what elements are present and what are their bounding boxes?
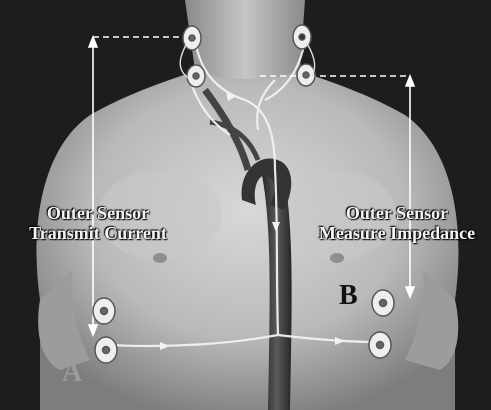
label-left-line1: Outer Sensor: [47, 203, 149, 223]
right-nipple: [330, 253, 344, 263]
label-right-line2: Measure Impedance: [319, 223, 475, 243]
label-transmit-current: Outer Sensor Transmit Current: [18, 203, 178, 243]
marker-b: B: [339, 281, 358, 311]
label-measure-impedance: Outer Sensor Measure Impedance: [302, 203, 491, 243]
marker-a: A: [62, 358, 82, 388]
left-nipple: [153, 253, 167, 263]
label-left-line2: Transmit Current: [29, 223, 167, 243]
label-right-line1: Outer Sensor: [346, 203, 448, 223]
